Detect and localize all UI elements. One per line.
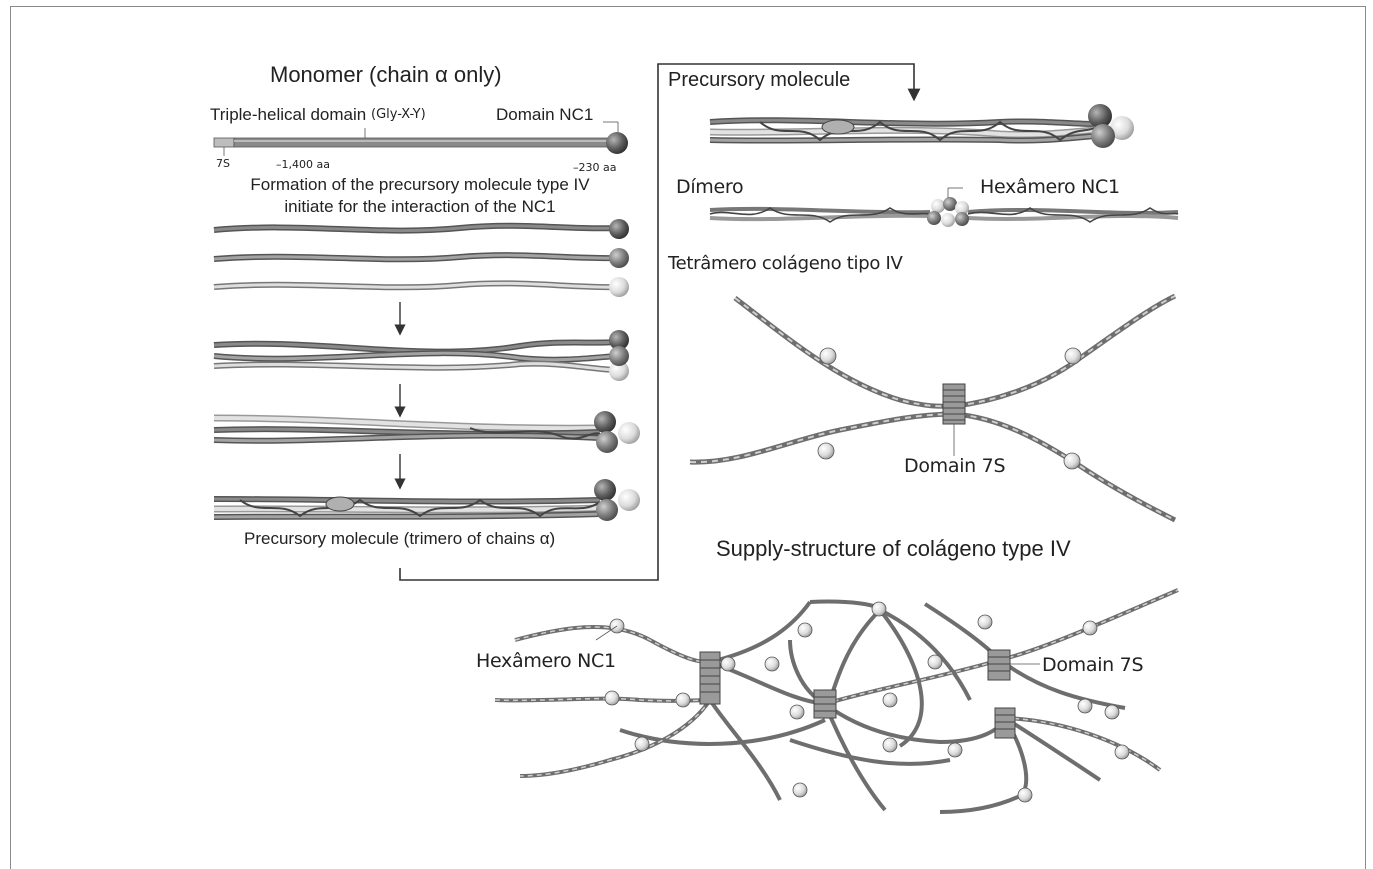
tick-230: –230 aa	[573, 162, 616, 173]
formation-line1: Formation of the precursory molecule typ…	[200, 176, 640, 193]
separate-chains	[214, 219, 629, 297]
tetramero-label: Tetrâmero colágeno tipo IV	[668, 255, 902, 273]
precursory-caption: Precursory molecule (trimero of chains α…	[244, 530, 555, 547]
network-hexamero-label: Hexâmero NC1	[476, 652, 616, 671]
supply-structure-title: Supply-structure of colágeno type IV	[716, 538, 1071, 560]
tick-7s: 7S	[216, 158, 230, 169]
formation-line2: initiate for the interaction of the NC1	[200, 198, 640, 215]
network-domain7s-label: Domain 7S	[1042, 656, 1143, 675]
triple-helical-label: Triple-helical domain	[210, 106, 366, 123]
network-icon	[495, 590, 1178, 812]
precursory-label: Precursory molecule	[668, 70, 850, 90]
hexamero-label: Hexâmero NC1	[980, 178, 1120, 197]
aligned-chains	[214, 330, 629, 381]
tetramer-icon	[690, 296, 1175, 520]
precursory-molecule-icon	[710, 104, 1134, 148]
domain7s-label: Domain 7S	[904, 457, 1005, 476]
twisting-chains	[214, 411, 640, 453]
monomer-title: Monomer (chain α only)	[270, 64, 502, 86]
domain-nc1-label: Domain NC1	[496, 106, 593, 123]
triple-helical-motif: (Gly-X-Y)	[371, 108, 426, 121]
monomer-rod	[214, 122, 628, 156]
tick-1400: –1,400 aa	[276, 159, 330, 170]
trimer-chains	[214, 479, 640, 521]
dimero-label: Dímero	[676, 178, 743, 197]
